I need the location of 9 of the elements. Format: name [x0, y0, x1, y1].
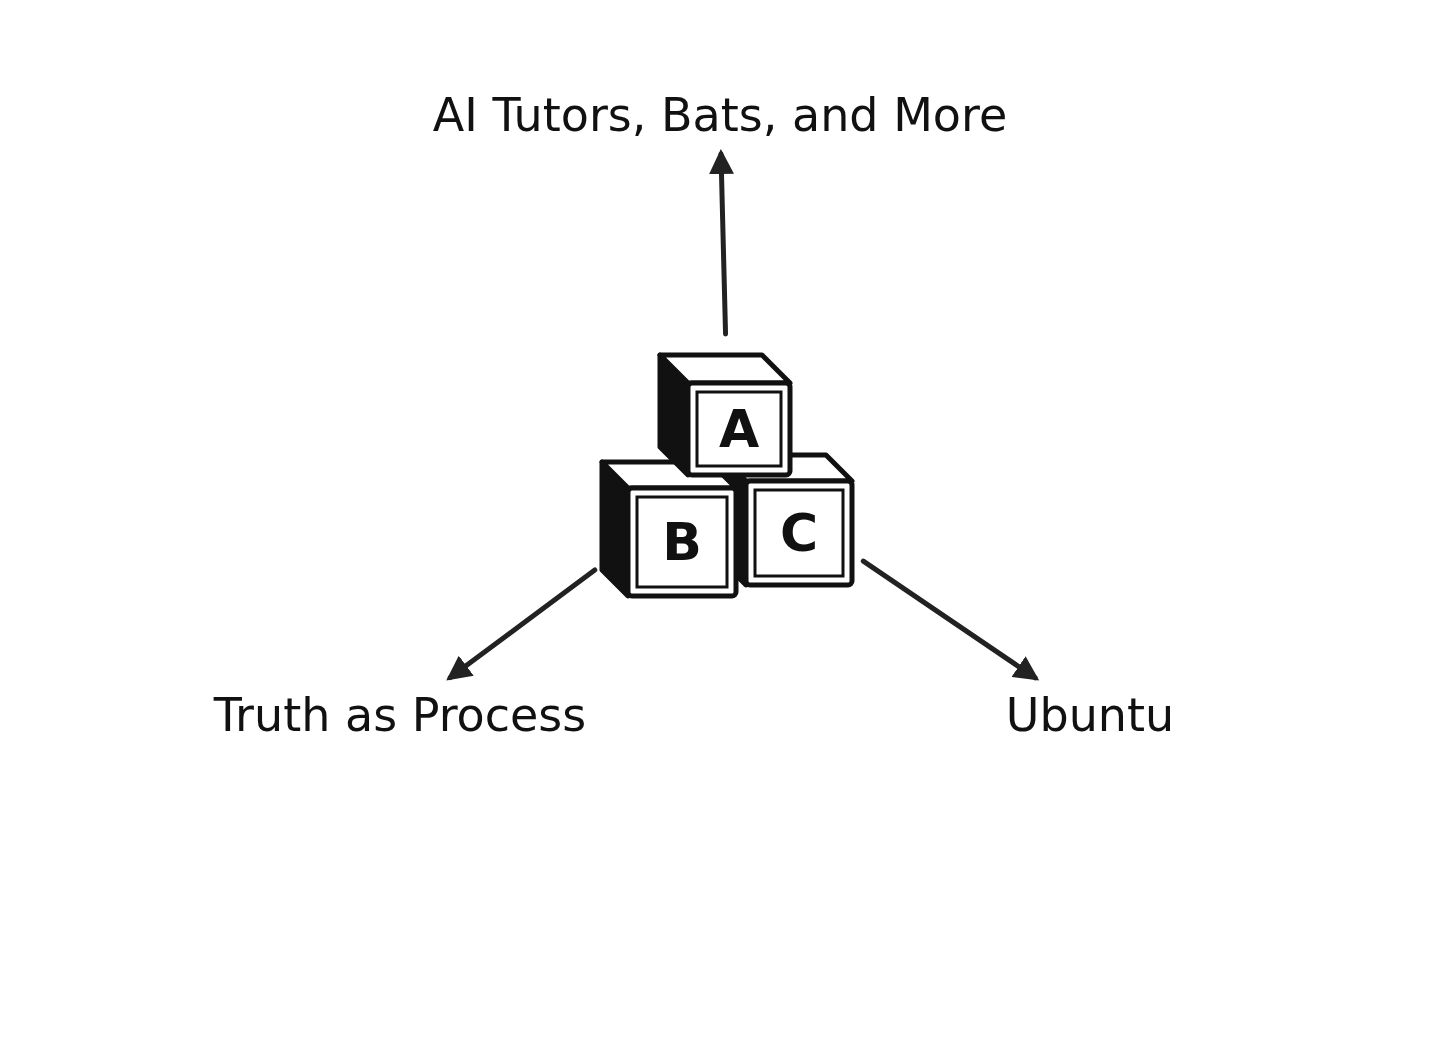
topic-label: Truth as Process	[212, 687, 588, 744]
block-letter: C	[779, 505, 819, 561]
arrow	[446, 567, 598, 681]
heading-label: AI Tutors, Bats, and More	[431, 87, 1009, 144]
topic-label: Ubuntu	[1004, 687, 1176, 744]
arrow	[860, 558, 1040, 681]
block-letter: B	[662, 514, 702, 570]
arrow	[709, 149, 734, 337]
block-letter: A	[719, 401, 759, 457]
